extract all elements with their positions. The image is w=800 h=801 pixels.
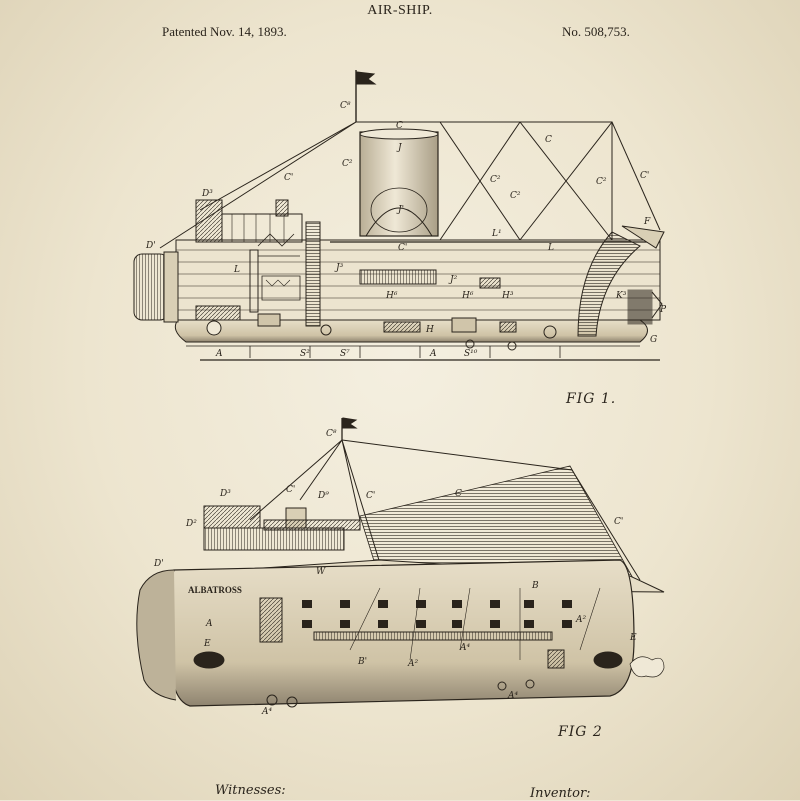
svg-text:H: H (425, 325, 434, 335)
svg-text:P: P (659, 305, 667, 315)
patent-date: Patented Nov. 14, 1893. (162, 24, 287, 39)
svg-text:E: E (629, 633, 637, 643)
svg-text:D⁹: D⁹ (317, 491, 329, 501)
svg-text:C': C' (286, 485, 295, 495)
svg-text:C': C' (640, 171, 649, 181)
patent-number: No. 508,753. (562, 24, 630, 39)
svg-text:C: C (396, 121, 403, 131)
svg-text:A: A (215, 349, 223, 359)
svg-text:J³: J³ (334, 263, 344, 273)
svg-text:C²: C² (596, 177, 607, 187)
svg-text:C²: C² (342, 159, 353, 169)
svg-text:L¹: L¹ (491, 229, 502, 239)
svg-text:D': D' (145, 241, 156, 251)
svg-text:W: W (316, 567, 326, 577)
svg-text:L: L (547, 243, 554, 253)
svg-text:D³: D³ (201, 189, 213, 199)
svg-text:J': J' (396, 205, 404, 215)
svg-text:J²: J² (448, 275, 458, 285)
svg-text:A⁴: A⁴ (507, 691, 518, 701)
svg-text:A⁴: A⁴ (459, 643, 470, 653)
svg-text:H³: H³ (501, 291, 514, 301)
ship-name-label: ALBATROSS (188, 585, 242, 595)
svg-text:K³: K³ (615, 291, 627, 301)
svg-text:F: F (643, 217, 651, 227)
svg-text:C': C' (614, 517, 623, 527)
figure-1-label: FIG 1. (566, 391, 617, 407)
svg-text:C⁸: C⁸ (340, 101, 351, 111)
svg-text:A²: A² (407, 659, 418, 669)
figure-2-drawing (136, 417, 665, 708)
patent-title: AIR-SHIP. (367, 3, 433, 18)
svg-text:C': C' (366, 491, 375, 501)
svg-text:C²: C² (510, 191, 521, 201)
svg-text:B: B (531, 581, 539, 591)
svg-text:H⁶: H⁶ (461, 291, 474, 301)
figure-1-reference-letters: C⁸ C J J' C C' C² C² C² C² C' D³ D' C' L… (145, 101, 667, 359)
svg-text:A: A (429, 349, 437, 359)
svg-text:C⁸: C⁸ (326, 429, 337, 439)
svg-text:G: G (650, 335, 657, 345)
svg-text:B': B' (357, 657, 367, 667)
svg-text:J: J (396, 143, 403, 153)
svg-text:S¹⁰: S¹⁰ (464, 349, 478, 359)
svg-text:A⁴: A⁴ (261, 707, 272, 717)
svg-text:S⁷: S⁷ (340, 349, 350, 359)
svg-text:H⁶: H⁶ (385, 291, 398, 301)
svg-text:C': C' (398, 243, 407, 253)
svg-text:S²: S² (300, 349, 310, 359)
svg-text:A: A (205, 619, 213, 629)
figure-1-drawing (133, 70, 665, 361)
svg-text:C: C (545, 135, 552, 145)
svg-text:D²: D² (185, 519, 197, 529)
svg-text:C²: C² (490, 175, 501, 185)
flag-icon (356, 71, 377, 85)
svg-text:A²: A² (575, 615, 586, 625)
svg-text:E: E (203, 639, 211, 649)
svg-text:L: L (233, 265, 240, 275)
svg-text:C: C (455, 489, 462, 499)
witnesses-label: Witnesses: (215, 783, 286, 798)
inventor-label: Inventor: (530, 786, 591, 801)
svg-text:D': D' (153, 559, 164, 569)
figure-2-label: FIG 2 (558, 724, 603, 740)
svg-text:D³: D³ (219, 489, 231, 499)
svg-text:C': C' (284, 173, 293, 183)
figure-2-reference-letters: C⁸ C C' C' C' D⁹ D³ D² D' W B A E E B' A… (153, 429, 637, 717)
